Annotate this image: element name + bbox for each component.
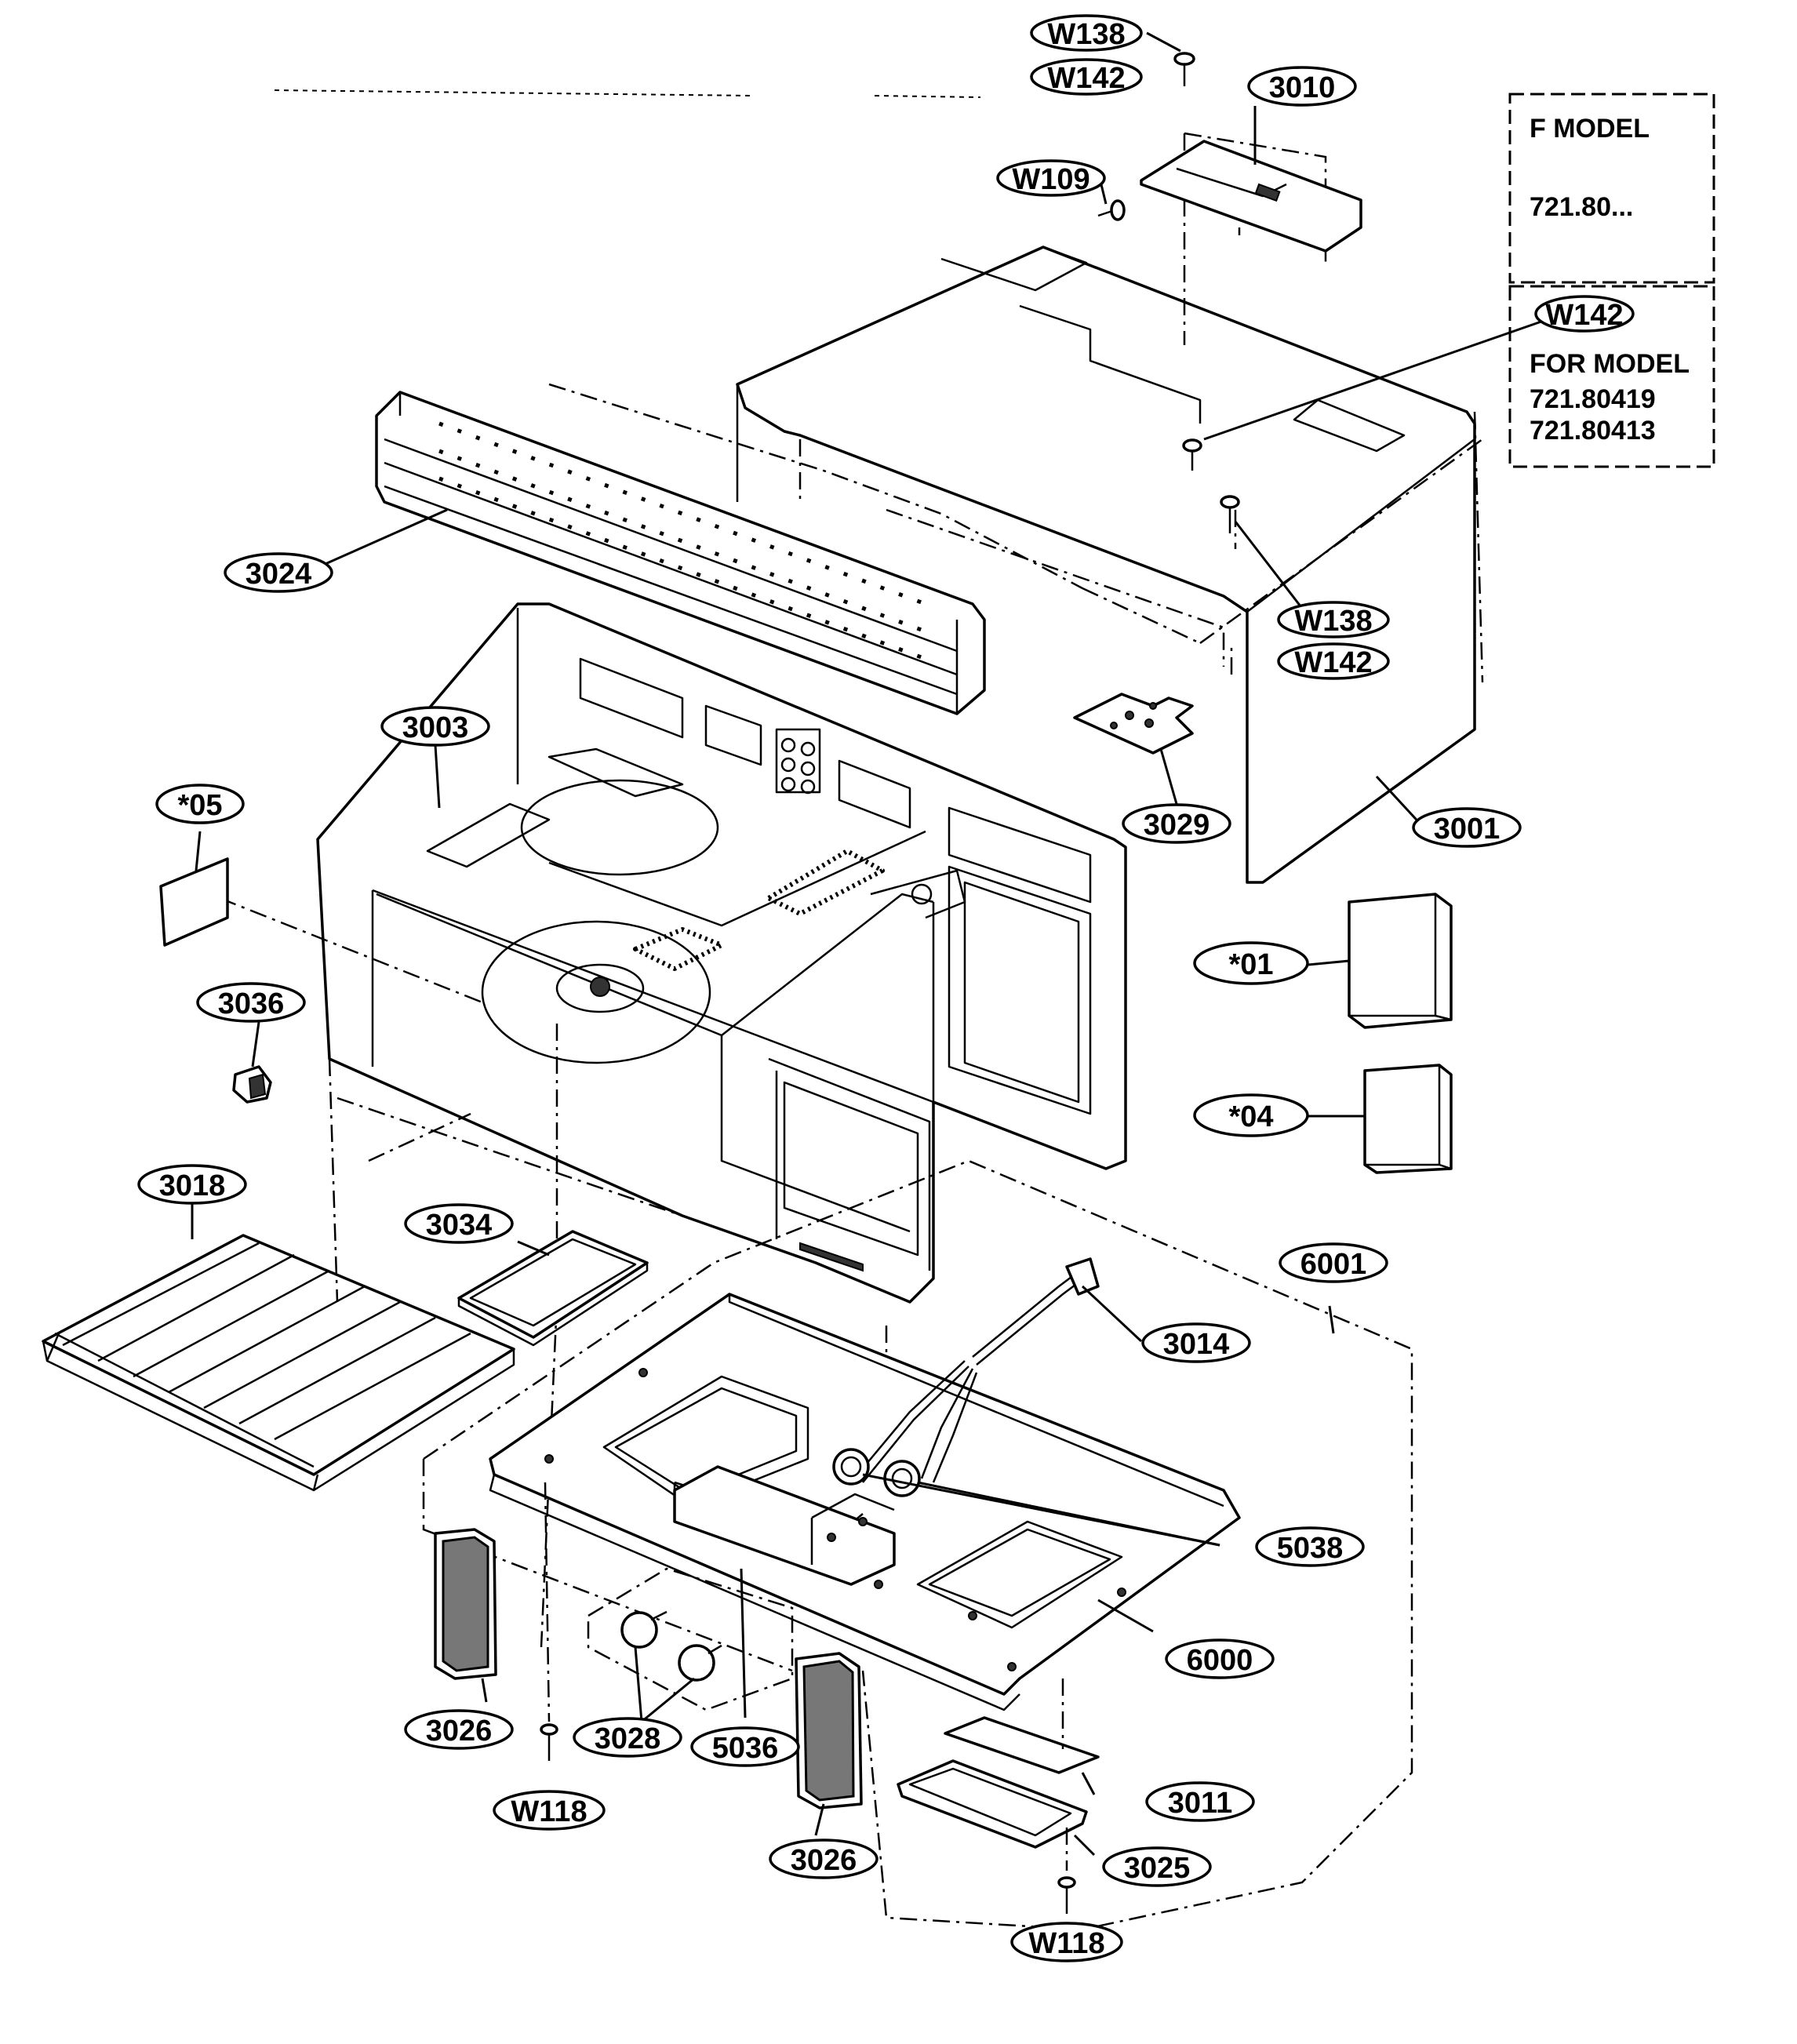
svg-text:3036: 3036	[218, 987, 285, 1020]
svg-text:6001: 6001	[1300, 1248, 1367, 1281]
svg-text:W142: W142	[1047, 62, 1125, 95]
screw-w118-right	[1057, 1876, 1076, 1914]
svg-text:721.80...: 721.80...	[1530, 192, 1633, 222]
svg-text:3034: 3034	[426, 1209, 493, 1242]
wire-harness-3014	[832, 1257, 1100, 1497]
lamp-housing-5036	[673, 1465, 896, 1586]
filter-3026-right	[795, 1652, 863, 1809]
vent-mesh-top	[633, 849, 885, 971]
svg-text:3001: 3001	[1434, 813, 1501, 846]
label-w118-left: W118	[493, 1790, 606, 1831]
latch-3036	[232, 1065, 272, 1104]
svg-text:3011: 3011	[1168, 1787, 1232, 1820]
label-6001: 6001	[1279, 1242, 1388, 1283]
filter-3026-left	[434, 1528, 497, 1680]
box-01	[1348, 893, 1453, 1029]
label-s04: *04	[1193, 1093, 1309, 1137]
model-note-top: F MODEL 721.80...	[1508, 93, 1715, 284]
svg-text:W118: W118	[511, 1795, 587, 1828]
svg-text:3010: 3010	[1269, 71, 1336, 104]
svg-text:3025: 3025	[1124, 1852, 1191, 1885]
label-s01: *01	[1193, 941, 1309, 985]
label-w118-right: W118	[1010, 1922, 1123, 1962]
svg-text:3018: 3018	[159, 1169, 226, 1202]
screw-w142-right	[1182, 438, 1202, 471]
svg-text:5038: 5038	[1277, 1532, 1344, 1565]
screw-w118-left	[540, 1482, 558, 1761]
label-3003: 3003	[380, 706, 490, 747]
outer-case-3001	[736, 245, 1476, 884]
svg-text:3014: 3014	[1163, 1328, 1230, 1361]
screw-w109	[1097, 199, 1126, 221]
svg-text:W142: W142	[1294, 646, 1372, 679]
oven-cavity-3003	[316, 602, 1127, 1304]
svg-text:W138: W138	[1294, 605, 1372, 638]
svg-text:3026: 3026	[791, 1844, 857, 1877]
label-w138-top: W138	[1030, 14, 1143, 52]
label-3024: 3024	[224, 552, 333, 593]
card-05	[159, 857, 229, 947]
svg-text:3029: 3029	[1144, 809, 1210, 842]
frame-3025	[897, 1678, 1088, 1871]
cover-3011	[944, 1716, 1100, 1774]
label-3001: 3001	[1412, 807, 1522, 848]
label-3026-right: 3026	[769, 1839, 878, 1879]
label-3026-left: 3026	[404, 1709, 514, 1750]
vent-grille-3024	[375, 391, 986, 715]
svg-text:FOR MODEL: FOR MODEL	[1530, 349, 1690, 379]
svg-text:6000: 6000	[1187, 1644, 1253, 1677]
svg-text:W142: W142	[1545, 299, 1623, 332]
screw-w138-top	[1173, 52, 1195, 86]
label-5038: 5038	[1255, 1526, 1365, 1567]
label-3029: 3029	[1122, 803, 1231, 844]
svg-text:W138: W138	[1047, 18, 1125, 51]
box-04	[1363, 1064, 1453, 1174]
svg-text:*05: *05	[177, 789, 222, 822]
svg-text:W109: W109	[1012, 163, 1089, 196]
svg-text:3003: 3003	[402, 711, 469, 744]
svg-text:F MODEL: F MODEL	[1530, 114, 1650, 144]
label-3011: 3011	[1145, 1781, 1255, 1822]
label-3014: 3014	[1141, 1322, 1251, 1363]
label-3034: 3034	[404, 1203, 514, 1244]
label-w138-mid: W138	[1277, 601, 1390, 638]
base-plate-6000	[422, 1159, 1413, 1931]
label-w142-mid: W142	[1277, 642, 1390, 680]
label-3028: 3028	[573, 1717, 682, 1758]
svg-text:*01: *01	[1228, 948, 1273, 981]
bracket-3029	[1073, 693, 1194, 755]
tray-3034	[457, 1230, 649, 1347]
rack-3018	[42, 1234, 515, 1492]
label-3018: 3018	[137, 1164, 247, 1205]
leader-lines	[191, 31, 1558, 1857]
svg-text:3024: 3024	[246, 558, 312, 591]
svg-text:3028: 3028	[595, 1722, 661, 1755]
label-3025: 3025	[1102, 1846, 1212, 1887]
screw-w138-mid	[1220, 495, 1240, 533]
label-6000: 6000	[1165, 1638, 1275, 1679]
svg-text:3026: 3026	[426, 1715, 493, 1748]
svg-text:*04: *04	[1228, 1100, 1273, 1133]
label-5036: 5036	[690, 1726, 800, 1767]
label-s05: *05	[155, 784, 245, 824]
svg-text:5036: 5036	[712, 1732, 779, 1765]
svg-text:721.80413: 721.80413	[1530, 416, 1656, 446]
label-w142-box: W142	[1534, 295, 1635, 333]
label-3010: 3010	[1247, 66, 1357, 107]
lamp-bulbs-3028	[587, 1567, 794, 1711]
label-w142-top: W142	[1030, 58, 1143, 96]
svg-text:W118: W118	[1028, 1927, 1104, 1960]
label-3036: 3036	[196, 982, 306, 1023]
panel-3010	[1140, 140, 1362, 253]
svg-text:721.80419: 721.80419	[1530, 384, 1656, 414]
label-w109: W109	[996, 159, 1106, 197]
